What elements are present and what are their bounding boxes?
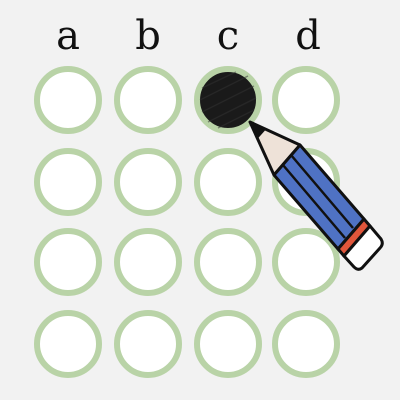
column-label-b: b bbox=[135, 13, 161, 59]
bubble-row2-b[interactable] bbox=[114, 148, 182, 216]
bubble-row2-c[interactable] bbox=[194, 148, 262, 216]
bubble-row2-d[interactable] bbox=[272, 148, 340, 216]
bubble-row1-a[interactable] bbox=[34, 66, 102, 134]
column-label-c: c bbox=[216, 13, 240, 59]
column-label-a: a bbox=[56, 13, 80, 59]
column-labels: a b c d bbox=[0, 6, 400, 66]
bubble-row4-b[interactable] bbox=[114, 310, 182, 378]
column-label-d: d bbox=[295, 13, 321, 59]
bubble-row3-c[interactable] bbox=[194, 228, 262, 296]
bubble-row2-a[interactable] bbox=[34, 148, 102, 216]
bubble-row4-d[interactable] bbox=[272, 310, 340, 378]
bubble-row4-a[interactable] bbox=[34, 310, 102, 378]
bubble-row3-b[interactable] bbox=[114, 228, 182, 296]
bubble-row4-c[interactable] bbox=[194, 310, 262, 378]
bubble-row3-d[interactable] bbox=[272, 228, 340, 296]
bubble-row1-c[interactable] bbox=[194, 66, 262, 134]
bubble-row1-b[interactable] bbox=[114, 66, 182, 134]
bubble-row3-a[interactable] bbox=[34, 228, 102, 296]
bubble-row1-d[interactable] bbox=[272, 66, 340, 134]
